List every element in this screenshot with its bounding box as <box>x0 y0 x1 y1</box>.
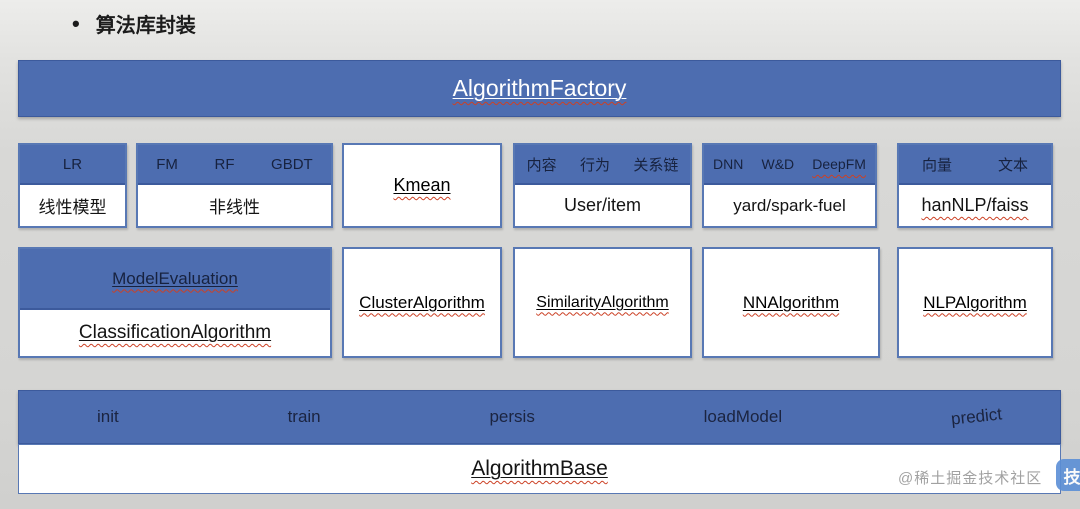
header-token-content: 内容 <box>526 156 557 174</box>
box-dnn-header: DNN W&D DeepFM <box>704 145 875 185</box>
box-dnn-body: yard/spark-fuel <box>704 185 875 226</box>
nn-algorithm-label: NNAlgorithm <box>742 292 840 312</box>
algorithm-base-bar: AlgorithmBase <box>18 444 1061 494</box>
bullet-icon: • <box>72 10 80 36</box>
box-user-item-header: 内容 行为 关系链 <box>515 145 690 185</box>
slide-title: • 算法库封装 <box>72 9 196 38</box>
cluster-algorithm-label: ClusterAlgorithm <box>359 292 485 312</box>
algorithm-base-label: AlgorithmBase <box>471 457 608 480</box>
box-vector-header: 向量 文本 <box>899 145 1051 185</box>
box-linear-model: LR 线性模型 <box>18 143 127 228</box>
header-token-deepfm: DeepFM <box>812 156 866 172</box>
classification-algorithm-label: ClassificationAlgorithm <box>78 322 272 343</box>
box-similarity-algorithm: SimilarityAlgorithm <box>513 247 692 358</box>
linear-model-label: 线性模型 <box>38 198 107 217</box>
watermark-text: @稀土掘金技术社区 <box>898 470 1043 487</box>
method-persis: persis <box>489 407 535 426</box>
box-model-evaluation-header: ModelEvaluation <box>20 249 330 310</box>
box-yard-spark-fuel: DNN W&D DeepFM yard/spark-fuel <box>702 143 877 228</box>
header-token-gbdt: GBDT <box>271 155 313 173</box>
yard-spark-fuel-label: yard/spark-fuel <box>733 195 846 215</box>
box-kmean: Kmean <box>342 143 502 228</box>
method-init: init <box>97 407 119 426</box>
box-linear-header: LR <box>20 145 125 185</box>
box-vector-body: hanNLP/faiss <box>899 185 1051 226</box>
similarity-algorithm-label: SimilarityAlgorithm <box>536 293 669 311</box>
header-token-vector: 向量 <box>921 156 952 174</box>
box-cluster-algorithm: ClusterAlgorithm <box>342 247 502 358</box>
algorithm-factory-label: AlgorithmFactory <box>452 75 627 101</box>
nlp-algorithm-label: NLPAlgorithm <box>923 292 1027 312</box>
slide-title-text: 算法库封装 <box>95 15 196 37</box>
method-loadmodel: loadModel <box>703 407 783 426</box>
box-hannlp-faiss: 向量 文本 hanNLP/faiss <box>897 143 1053 228</box>
header-token-wd: W&D <box>761 156 795 172</box>
nonlinear-label: 非线性 <box>209 198 260 217</box>
watermark-badge: 技 <box>1056 459 1080 491</box>
box-classification-algorithm: ModelEvaluation ClassificationAlgorithm <box>18 247 332 358</box>
header-token-dnn: DNN <box>713 156 744 172</box>
box-user-item-body: User/item <box>515 185 690 226</box>
header-token-behavior: 行为 <box>579 156 610 174</box>
header-token-relation: 关系链 <box>633 156 679 174</box>
header-token-lr: LR <box>62 155 83 173</box>
box-user-item: 内容 行为 关系链 User/item <box>513 143 692 228</box>
header-token-fm: FM <box>156 155 178 173</box>
header-token-text: 文本 <box>997 156 1028 174</box>
hannlp-faiss-label: hanNLP/faiss <box>921 195 1029 215</box>
algorithm-base-methods-bar: init train persis loadModel predict <box>18 390 1061 444</box>
box-linear-body: 线性模型 <box>20 185 125 226</box>
method-train: train <box>287 407 321 426</box>
user-item-label: User/item <box>563 195 641 215</box>
algorithm-factory-banner: AlgorithmFactory <box>18 60 1061 117</box>
kmean-label: Kmean <box>393 175 451 195</box>
box-nlp-algorithm: NLPAlgorithm <box>897 247 1053 358</box>
header-token-rf: RF <box>214 155 235 173</box>
box-nonlinear-model: FM RF GBDT 非线性 <box>136 143 333 228</box>
box-nonlinear-header: FM RF GBDT <box>138 145 331 185</box>
box-nonlinear-body: 非线性 <box>138 185 331 226</box>
box-nn-algorithm: NNAlgorithm <box>702 247 880 358</box>
method-predict: predict <box>950 404 1003 429</box>
box-classification-body: ClassificationAlgorithm <box>20 310 330 356</box>
model-evaluation-label: ModelEvaluation <box>112 268 238 288</box>
